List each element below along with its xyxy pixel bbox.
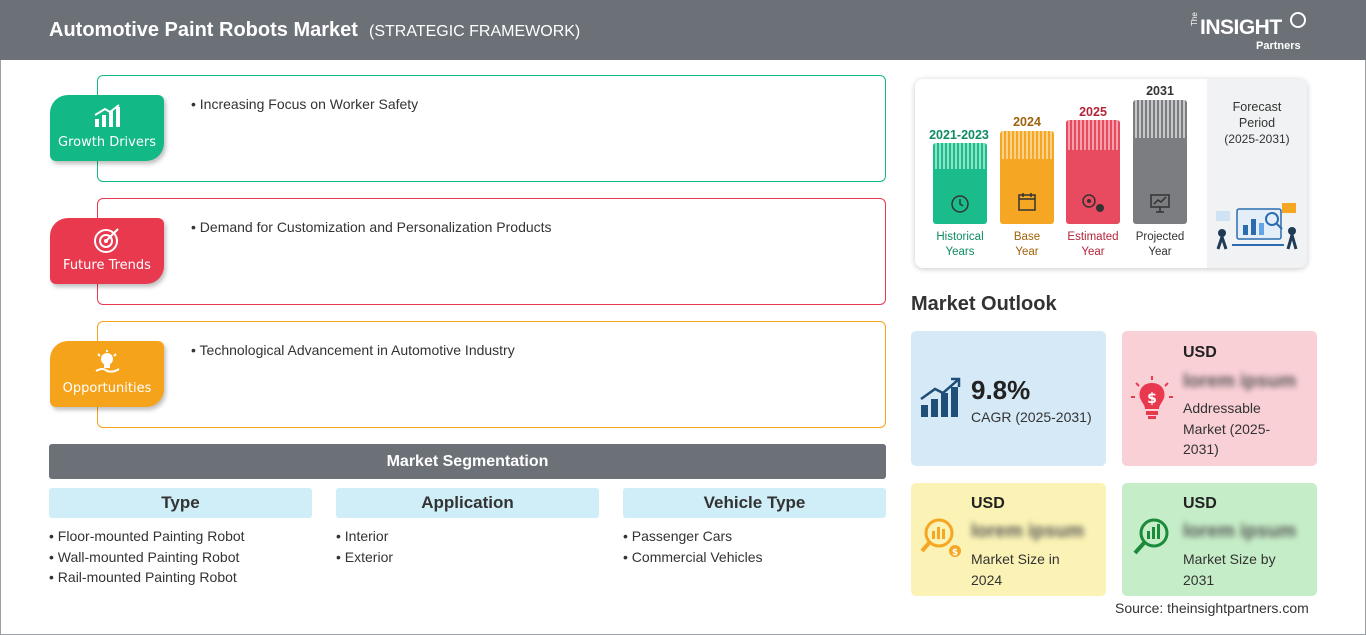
list-item: • Interior <box>336 528 389 544</box>
timeline-year-projected: 2031 <box>1146 84 1174 98</box>
addressable-usd: USD <box>1183 344 1217 361</box>
list-item: • Commercial Vehicles <box>623 548 763 565</box>
growth-drivers-bullet: • Increasing Focus on Worker Safety <box>191 96 419 112</box>
timeline-year-estimated: 2025 <box>1079 105 1107 119</box>
dollar-lightbulb-icon: $ <box>1131 376 1173 419</box>
growth-drivers-label: Growth Drivers <box>58 135 156 150</box>
header-bar: Automotive Paint Robots Market (STRATEGI… <box>0 0 1366 60</box>
page-title: Automotive Paint Robots Market <box>49 19 358 41</box>
segment-type-head: Type <box>49 488 312 518</box>
svg-text:$: $ <box>952 548 958 558</box>
history-clock-icon <box>951 195 969 213</box>
cagr-value: 9.8% <box>971 375 1031 405</box>
size-2031-usd: USD <box>1183 495 1217 512</box>
opportunities-card: • Technological Advancement in Automotiv… <box>97 321 886 428</box>
segment-application-column: Application • Interior • Exterior <box>336 488 599 567</box>
future-trends-bullet: • Demand for Customization and Personali… <box>191 219 552 235</box>
list-item: • Exterior <box>336 548 394 565</box>
segment-vehicle-type-head: Vehicle Type <box>623 488 886 518</box>
list-item: • Floor-mounted Painting Robot <box>49 528 245 544</box>
svg-text:$: $ <box>1147 391 1157 407</box>
market-segmentation-bar: Market Segmentation <box>49 444 886 479</box>
target-icon <box>94 228 119 253</box>
money-magnifier-icon: $ <box>920 518 961 558</box>
segment-type-column: Type • Floor-mounted Painting Robot • Wa… <box>49 488 312 588</box>
source-note[interactable]: Source: theinsightpartners.com <box>1115 600 1309 616</box>
market-outlook-title: Market Outlook <box>911 293 1057 315</box>
page-subtitle: (STRATEGIC FRAMEWORK) <box>369 23 581 40</box>
logo-insight-text: INSIGHT <box>1200 16 1282 39</box>
lightbulb-hand-icon <box>95 350 120 373</box>
insight-partners-logo[interactable]: The INSIGHT Partners <box>1188 10 1313 54</box>
opportunities-bullet: • Technological Advancement in Automotiv… <box>191 342 515 358</box>
timeline-bar-estimated <box>1066 120 1120 224</box>
presentation-chart-icon <box>1150 194 1170 213</box>
list-item: • Passenger Cars <box>623 528 733 544</box>
growth-bar-chart-icon <box>920 377 961 417</box>
future-trends-label: Future Trends <box>63 258 151 273</box>
calendar-icon <box>1018 193 1036 211</box>
timeline-year-base: 2024 <box>1013 115 1041 129</box>
timeline-bar-base <box>1000 131 1054 224</box>
timeline-year-historical: 2021-2023 <box>929 128 989 142</box>
future-trends-tag: Future Trends <box>50 218 164 284</box>
growth-drivers-tag: Growth Drivers <box>50 95 164 161</box>
opportunities-tag: Opportunities <box>50 341 164 407</box>
logo-magnifier-icon <box>1290 12 1306 28</box>
forecast-period-range: (2025-2031) <box>1224 132 1290 146</box>
chart-magnifier-icon <box>1133 518 1169 555</box>
cagr-label: CAGR (2025-2031) <box>971 409 1092 425</box>
list-item: • Rail-mounted Painting Robot <box>49 569 237 585</box>
timeline-bar-historical <box>933 143 987 224</box>
list-item: • Wall-mounted Painting Robot <box>49 548 240 565</box>
cagr-box: 9.8% CAGR (2025-2031) <box>911 331 1106 466</box>
growth-drivers-card: • Increasing Focus on Worker Safety <box>97 75 886 182</box>
future-trends-card: • Demand for Customization and Personali… <box>97 198 886 305</box>
gear-money-icon <box>1082 194 1104 212</box>
logo-partners-text: Partners <box>1256 40 1301 52</box>
size-2024-value-blurred: lorem ipsum <box>971 521 1084 542</box>
analytics-dashboard-illustration-icon <box>1216 203 1298 250</box>
timeline-bar-projected <box>1133 100 1187 224</box>
size-2031-value-blurred: lorem ipsum <box>1183 521 1296 542</box>
addressable-value-blurred: lorem ipsum <box>1183 371 1296 392</box>
segment-application-head: Application <box>336 488 599 518</box>
segment-vehicle-type-column: Vehicle Type • Passenger Cars • Commerci… <box>623 488 886 567</box>
logo-the-text: The <box>1190 12 1199 26</box>
bar-chart-growth-icon <box>94 104 120 127</box>
opportunities-label: Opportunities <box>62 381 152 396</box>
size-2024-usd: USD <box>971 495 1005 512</box>
